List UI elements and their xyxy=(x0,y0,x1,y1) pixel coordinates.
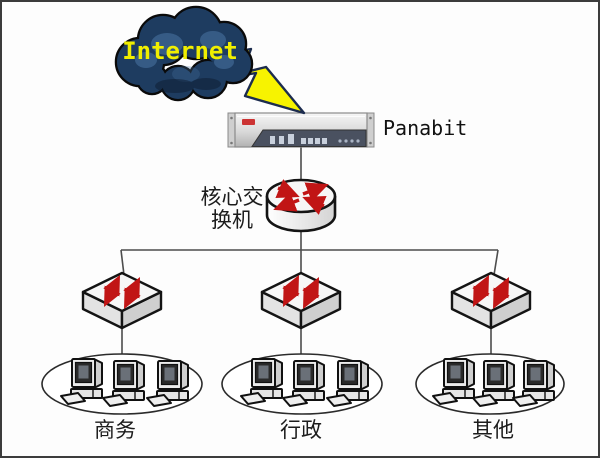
group-other xyxy=(415,353,565,415)
group-business xyxy=(41,353,203,415)
group-label-business: 商务 xyxy=(94,419,136,442)
appliance-label: Panabit xyxy=(383,116,467,140)
core-switch-label-line2: 换机 xyxy=(211,209,253,232)
router-arrows xyxy=(273,179,329,215)
workgroup-switch-icon-left xyxy=(83,273,161,328)
core-switch-label-line1: 核心交 xyxy=(201,186,264,209)
connection-lines xyxy=(120,147,499,356)
group-label-other: 其他 xyxy=(472,419,514,442)
internet-cloud-icon: Internet xyxy=(114,5,254,102)
group-label-administration: 行政 xyxy=(280,419,322,442)
workgroup-switch-icon-right xyxy=(452,273,530,328)
internet-label: Internet xyxy=(122,37,238,65)
group-administration xyxy=(221,353,383,415)
core-switch-icon xyxy=(265,178,337,233)
panabit-appliance-icon xyxy=(227,112,375,148)
appliance-logo xyxy=(242,119,255,125)
link-bus-to-right-switch xyxy=(493,249,499,276)
link-bus-to-left-switch xyxy=(120,249,125,276)
workgroup-switch-icon-middle xyxy=(262,273,340,328)
